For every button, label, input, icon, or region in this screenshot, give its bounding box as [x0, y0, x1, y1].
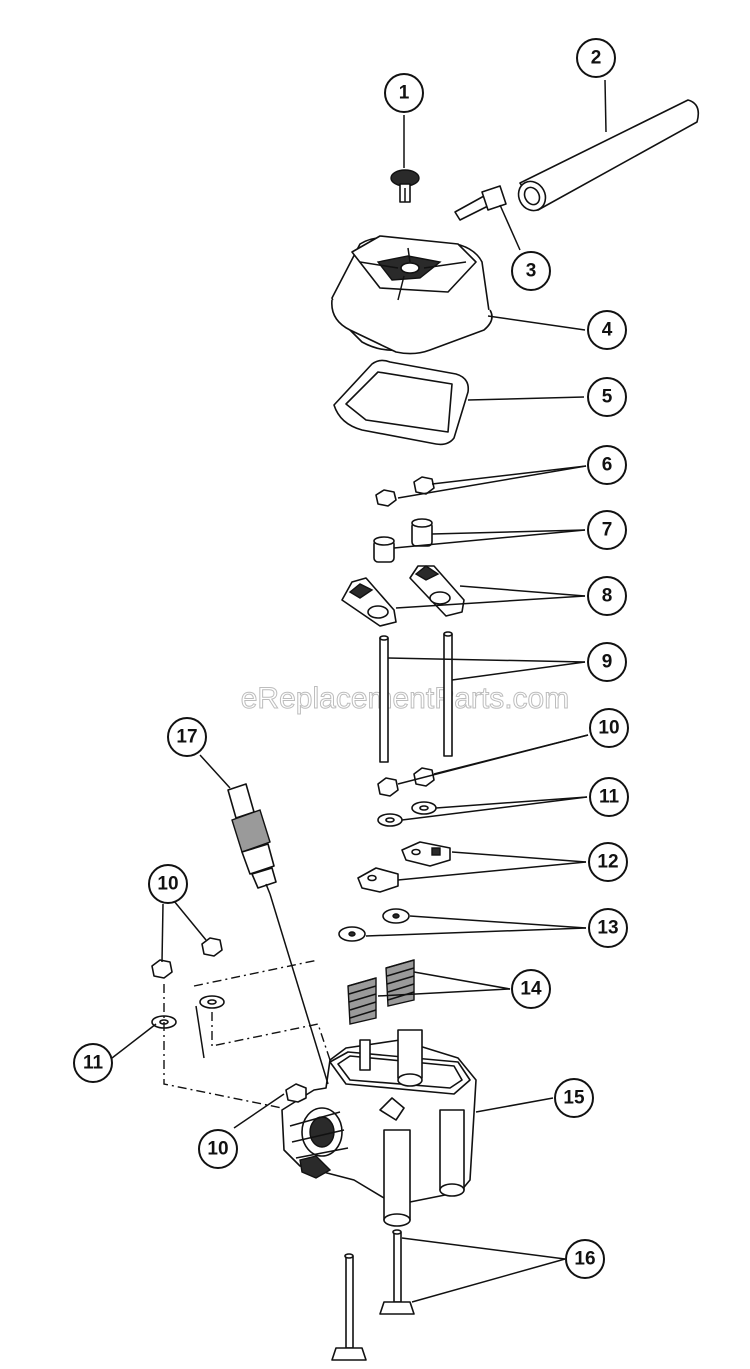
callout-label: 10: [598, 718, 619, 739]
part-retainers-13: [338, 908, 410, 942]
callout-label: 11: [83, 1053, 104, 1074]
callout-4: 4: [587, 310, 627, 350]
callout-label: 3: [526, 261, 537, 282]
part-washers-11-lower: [151, 995, 225, 1029]
part-washers-11-upper: [377, 801, 437, 827]
callout-label: 2: [591, 48, 602, 69]
callout-17: 17: [167, 717, 207, 757]
callout-label: 4: [602, 320, 613, 341]
callout-label: 6: [602, 455, 613, 476]
callout-6: 6: [587, 445, 627, 485]
callout-1: 1: [384, 73, 424, 113]
part-spark-plug-17: [227, 783, 277, 895]
callout-label: 15: [563, 1088, 585, 1109]
part-pivots-7: [373, 518, 433, 563]
part-gasket: [333, 359, 470, 446]
callout-13: 13: [588, 908, 628, 948]
callout-10-lower: 10: [198, 1129, 238, 1169]
part-valve-cover: [331, 235, 493, 355]
watermark-text: eReplacementParts.com: [241, 682, 569, 715]
callout-label: 5: [602, 387, 613, 408]
callout-label: 10: [157, 874, 178, 895]
part-valves-16: [331, 1229, 415, 1361]
part-tube: [517, 99, 700, 212]
callout-14: 14: [511, 969, 551, 1009]
part-nuts-10-upper: [377, 767, 435, 797]
callout-11-left: 11: [73, 1043, 113, 1083]
callout-15: 15: [554, 1078, 594, 1118]
part-rocker-arms-8: [341, 565, 465, 627]
callout-2: 2: [576, 38, 616, 78]
callout-11-upper: 11: [589, 777, 629, 817]
callout-10-left: 10: [148, 864, 188, 904]
part-nuts-6: [375, 476, 435, 507]
callout-label: 1: [399, 83, 410, 104]
callout-label: 14: [520, 979, 542, 1000]
callout-10-upper: 10: [589, 708, 629, 748]
part-breather-fitting: [454, 185, 507, 221]
part-push-rods-9: [379, 631, 453, 763]
callout-label: 12: [597, 852, 618, 873]
part-guide-plates-12: [357, 841, 451, 893]
callout-label: 16: [574, 1249, 595, 1270]
callout-5: 5: [587, 377, 627, 417]
callout-8: 8: [587, 576, 627, 616]
part-bolt: [390, 169, 420, 203]
part-cylinder-head-15: [281, 1029, 477, 1227]
callout-12: 12: [588, 842, 628, 882]
callout-label: 9: [602, 652, 613, 673]
callout-3: 3: [511, 251, 551, 291]
part-valve-springs-14: [347, 959, 415, 1025]
callout-9: 9: [587, 642, 627, 682]
leader-lines: [111, 79, 607, 1303]
callout-label: 17: [176, 727, 197, 748]
callout-label: 10: [207, 1139, 228, 1160]
callout-7: 7: [587, 510, 627, 550]
callout-label: 13: [597, 918, 618, 939]
assembly-guide-lines: [163, 959, 331, 1109]
callout-label: 8: [602, 586, 613, 607]
part-nuts-10-lower: [151, 937, 223, 979]
callout-16: 16: [565, 1239, 605, 1279]
callout-label: 11: [599, 787, 620, 808]
callout-label: 7: [602, 520, 613, 541]
